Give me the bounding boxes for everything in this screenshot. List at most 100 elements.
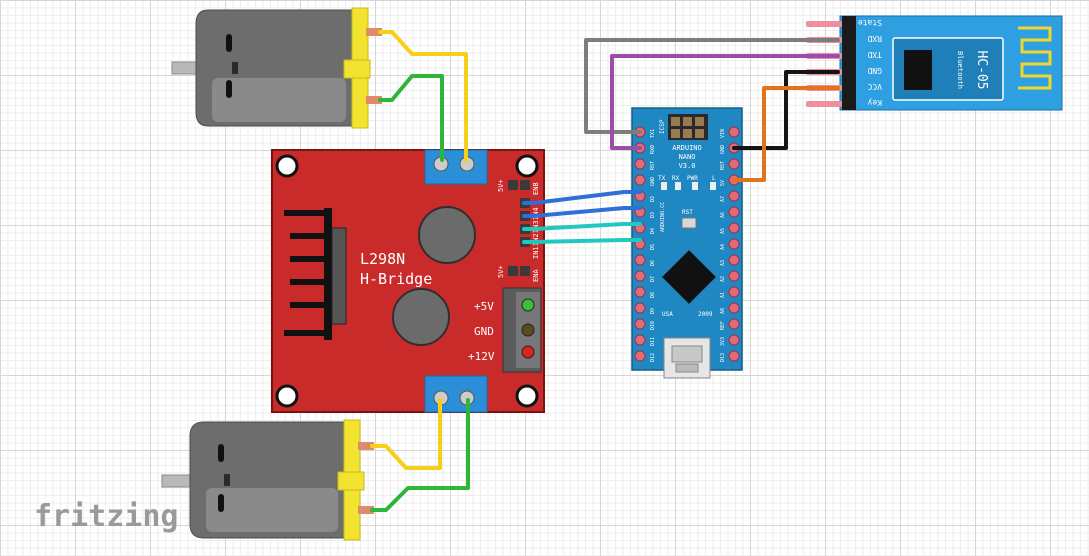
power-label-5v: +5V <box>474 300 494 313</box>
hc05-pin[interactable] <box>806 101 842 107</box>
hc05-pin-label: RXD <box>867 34 882 43</box>
nano-pin-label: D6 <box>650 260 656 266</box>
nano-pin-label: D10 <box>650 321 656 330</box>
nano-pin[interactable] <box>634 286 646 298</box>
nano-pin[interactable] <box>634 334 646 346</box>
nano-pin[interactable] <box>728 206 740 218</box>
nano-pin-label: A0 <box>720 308 726 314</box>
icsp-label: ICSP <box>659 119 666 134</box>
nano-pin-label: D5 <box>650 244 656 250</box>
nano-pin[interactable] <box>728 190 740 202</box>
wire-in1-cyan[interactable] <box>522 238 642 244</box>
hc05-pin-label: State <box>858 18 882 27</box>
mounting-hole <box>275 384 299 408</box>
power-label-12v: +12V <box>468 350 495 363</box>
reset-button[interactable] <box>681 217 697 229</box>
motor-endcap-tab <box>337 471 365 491</box>
nano-pin[interactable] <box>728 222 740 234</box>
nano-pin[interactable] <box>728 334 740 346</box>
motor-slot <box>226 34 232 52</box>
nano-pin-label: RX0 <box>650 145 656 154</box>
wire-rxd-purple[interactable] <box>610 54 840 150</box>
nano-pcb <box>631 107 743 371</box>
wire-motor-top-green[interactable] <box>378 74 444 162</box>
nano-pin-label: D7 <box>650 276 656 282</box>
nano-pin-label: 3V3 <box>720 337 726 346</box>
nano-pin[interactable] <box>728 350 740 362</box>
nano-pin[interactable] <box>728 238 740 250</box>
dc-motor-bottom[interactable] <box>161 419 374 541</box>
nano-pin[interactable] <box>634 350 646 362</box>
power-terminal-block[interactable] <box>502 287 542 373</box>
motor-b-terminal-block[interactable] <box>424 375 488 413</box>
nano-pin-label: A5 <box>720 228 726 234</box>
led-label-pwr: PWR <box>687 175 698 182</box>
dc-motor-top[interactable] <box>171 7 382 129</box>
wire-motor-bottom-green[interactable] <box>370 398 470 512</box>
nano-pin-label: A6 <box>720 212 726 218</box>
nano-pin[interactable] <box>728 318 740 330</box>
nano-pin-label: GND <box>650 177 656 186</box>
nano-pin-label: D9 <box>650 308 656 314</box>
nano-pin[interactable] <box>728 254 740 266</box>
hc05-pin[interactable] <box>806 21 842 27</box>
wire-in2-cyan[interactable] <box>522 222 642 231</box>
mounting-hole <box>515 384 539 408</box>
pin-label-in1: IN1 <box>532 246 540 259</box>
led-tx <box>661 182 667 190</box>
fritzing-logo: fritzing <box>34 499 179 534</box>
nano-pin-label: D11 <box>650 337 656 346</box>
hc05-pin-label: TXD <box>867 50 882 59</box>
nano-pin[interactable] <box>634 254 646 266</box>
mounting-hole <box>515 154 539 178</box>
hc05-pin-label: GND <box>867 66 882 75</box>
nano-pin[interactable] <box>634 158 646 170</box>
hc05-sub-label: Bluetooth <box>956 51 964 89</box>
led-label-l: L <box>712 175 716 182</box>
mini-usb-port[interactable] <box>663 337 711 379</box>
wire-motor-top-yellow[interactable] <box>378 30 468 162</box>
wire-vcc-orange[interactable] <box>732 86 840 182</box>
pin-label-in2: IN2 <box>532 233 540 246</box>
antenna-trace <box>1018 26 1052 90</box>
nano-pin[interactable] <box>728 302 740 314</box>
motor-terminal <box>358 442 374 450</box>
nano-pin-label: D12 <box>650 353 656 362</box>
nano-pin[interactable] <box>634 270 646 282</box>
l298n-board[interactable]: L298N H-Bridge +5V GND +12V <box>271 149 545 413</box>
motor-slot <box>224 474 230 486</box>
motor-endcap-tab <box>343 59 371 79</box>
heatsink <box>284 208 347 340</box>
nano-pin[interactable] <box>728 270 740 282</box>
led-rx <box>675 182 681 190</box>
l298n-title-line1: L298N <box>360 250 405 268</box>
wire-in3-blue[interactable] <box>522 206 642 218</box>
nano-pin[interactable] <box>634 174 646 186</box>
led-label-rx: RX <box>672 175 680 182</box>
nano-pin-label: D4 <box>650 228 656 234</box>
nano-pin[interactable] <box>634 302 646 314</box>
wire-gnd-black[interactable] <box>732 70 840 150</box>
motor-body-highlight <box>212 78 346 122</box>
wires <box>370 30 840 512</box>
enb-jumper[interactable] <box>508 180 530 190</box>
wire-motor-bottom-yellow[interactable] <box>370 398 442 470</box>
nano-pin-label: D3 <box>650 212 656 218</box>
nano-pin-label: A2 <box>720 276 726 282</box>
pin-label-in3: IN3 <box>532 220 540 233</box>
motor-a-terminal-block[interactable] <box>424 149 488 185</box>
nano-pin-label: REF <box>720 321 726 330</box>
arduino-nano[interactable]: ICSP ARDUINO NANO V3.0 TX RX PWR L RST A… <box>631 107 743 379</box>
nano-pin[interactable] <box>728 126 740 138</box>
nano-pin[interactable] <box>634 318 646 330</box>
nano-pin[interactable] <box>728 286 740 298</box>
ena-jumper[interactable] <box>508 266 530 276</box>
hc05-header-strip <box>842 16 856 110</box>
nano-pin[interactable] <box>728 158 740 170</box>
icsp-header <box>668 114 708 140</box>
wire-in4-blue[interactable] <box>522 190 642 205</box>
power-label-gnd: GND <box>474 325 494 338</box>
